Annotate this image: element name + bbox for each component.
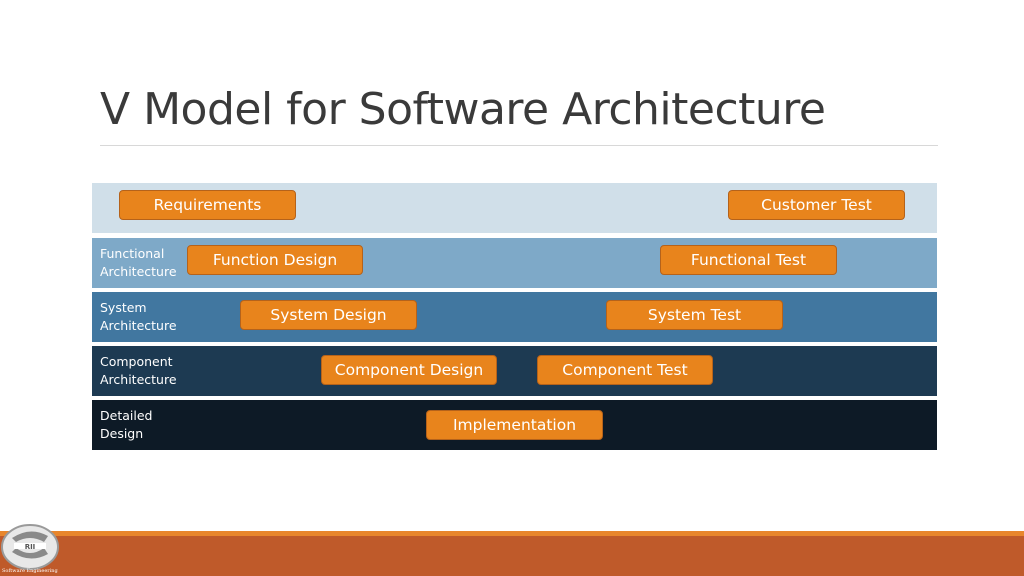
- footer-accent-line: [0, 531, 1024, 536]
- band-label-line: Functional: [100, 246, 165, 261]
- band-label-line: Detailed: [100, 408, 153, 423]
- svg-text:RII: RII: [25, 543, 36, 551]
- band-label-detailed: Detailed Design: [100, 407, 152, 443]
- band-label-component: Component Architecture: [100, 353, 177, 389]
- requirements-box: Requirements: [119, 190, 296, 220]
- band-label-system: System Architecture: [100, 299, 177, 335]
- band-label-functional: Functional Architecture: [100, 245, 177, 281]
- band-label-line: Architecture: [100, 372, 177, 387]
- component-test-box: Component Test: [537, 355, 713, 385]
- band-label-line: Design: [100, 426, 144, 441]
- logo-caption: Software Engineering: [2, 568, 58, 574]
- band-label-line: Component: [100, 354, 173, 369]
- functional-test-box: Functional Test: [660, 245, 837, 275]
- title-divider: [100, 145, 938, 146]
- function-design-box: Function Design: [187, 245, 363, 275]
- logo-icon: RII: [1, 524, 59, 570]
- band-component-architecture: Component Architecture: [92, 346, 937, 396]
- footer-bar: [0, 531, 1024, 576]
- band-system-architecture: System Architecture: [92, 292, 937, 342]
- system-test-box: System Test: [606, 300, 783, 330]
- customer-test-box: Customer Test: [728, 190, 905, 220]
- system-design-box: System Design: [240, 300, 417, 330]
- band-label-line: Architecture: [100, 264, 177, 279]
- implementation-box: Implementation: [426, 410, 603, 440]
- band-label-line: Architecture: [100, 318, 177, 333]
- component-design-box: Component Design: [321, 355, 497, 385]
- slide-title: V Model for Software Architecture: [100, 84, 826, 135]
- band-label-line: System: [100, 300, 147, 315]
